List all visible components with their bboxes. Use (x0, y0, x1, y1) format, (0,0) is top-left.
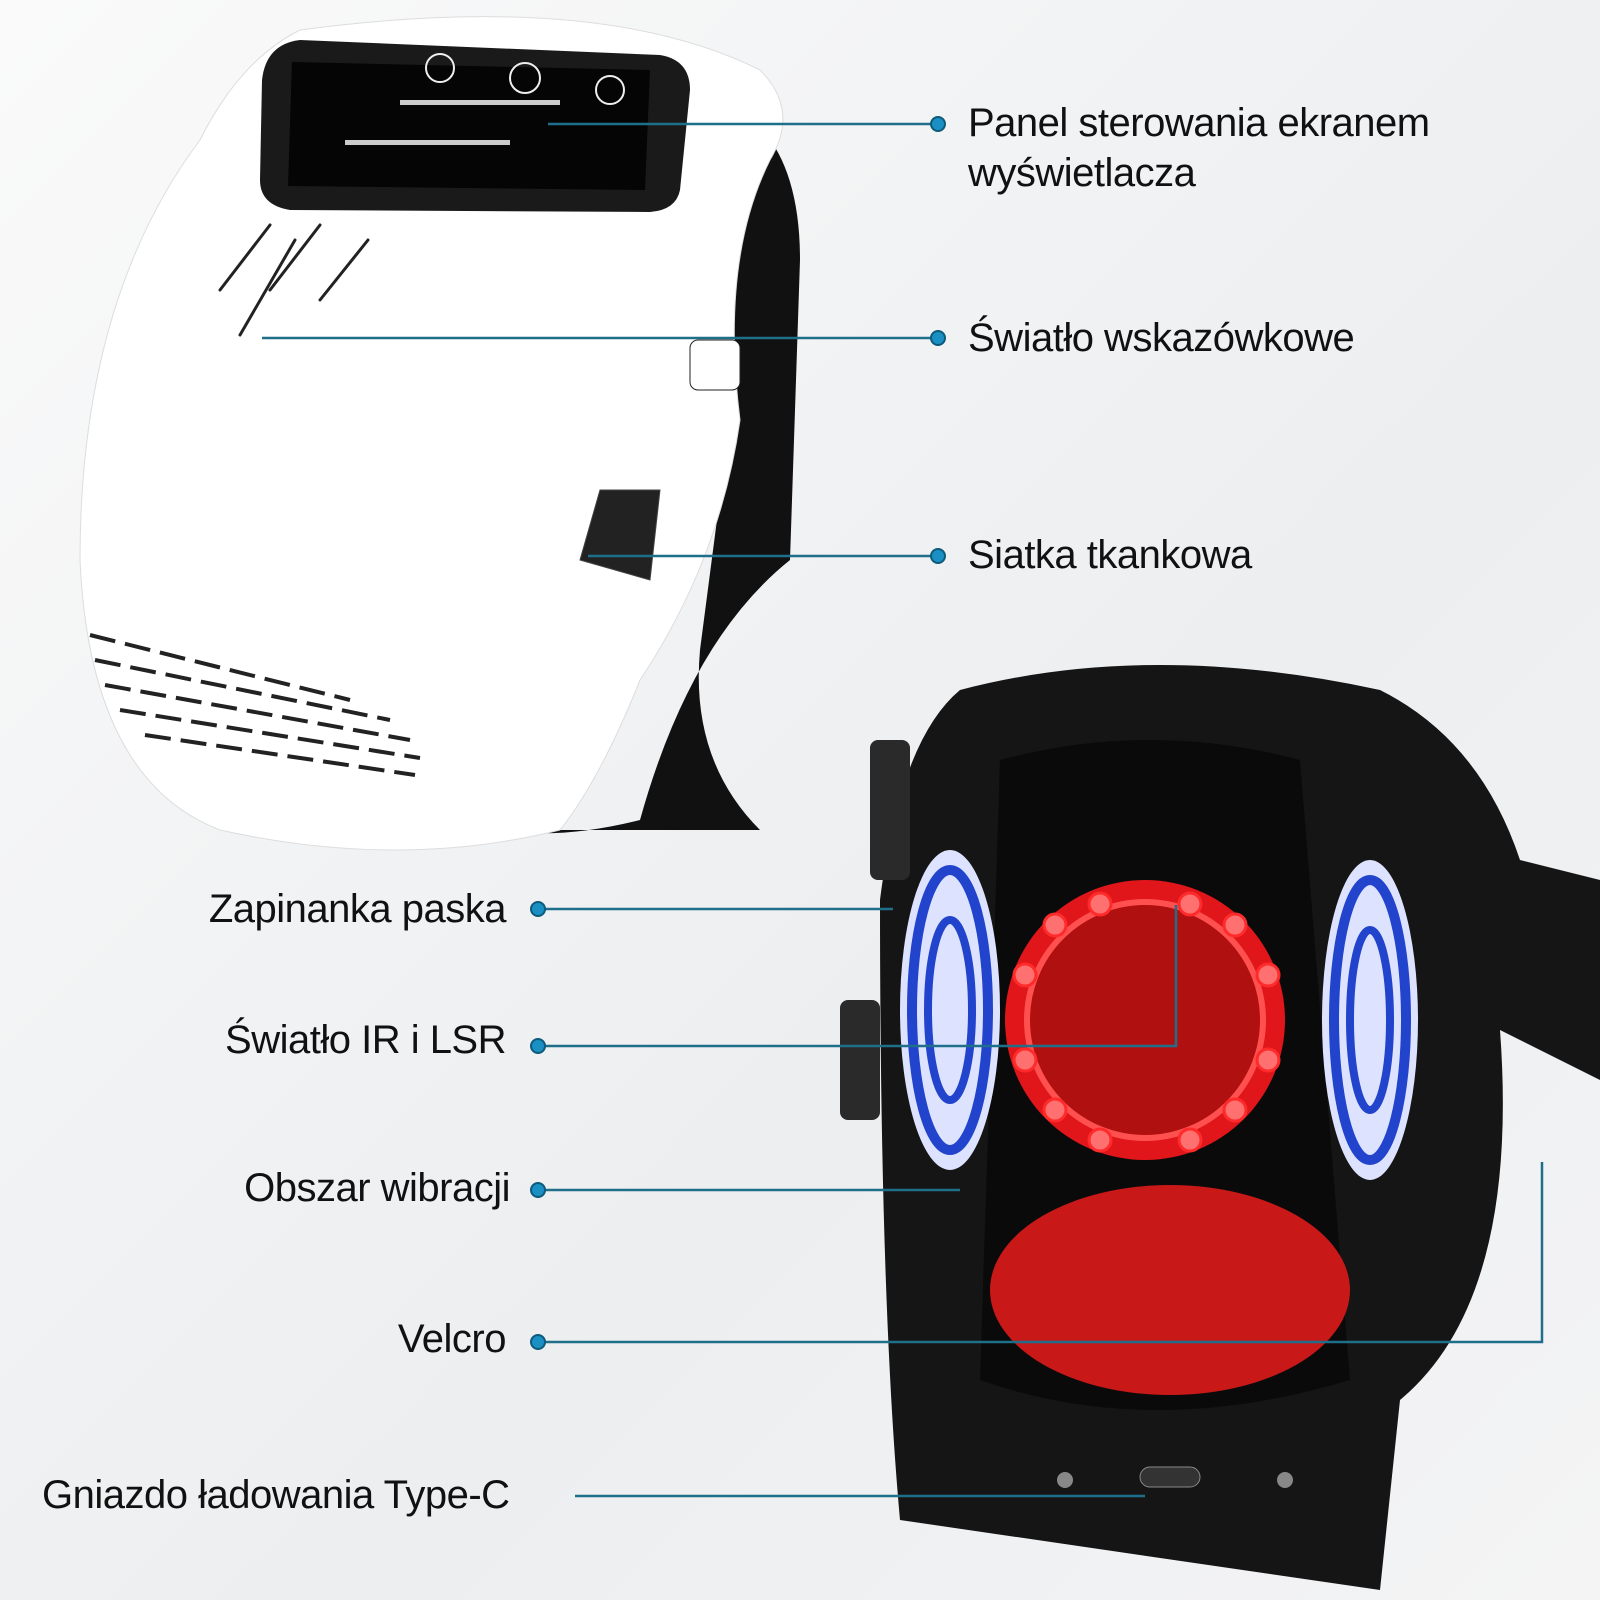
indicator-light-slots (218, 223, 370, 337)
strap-buckle (870, 740, 910, 880)
label-ir-lsr-light: Światło IR i LSR (225, 1018, 506, 1062)
side-button (689, 339, 741, 391)
label-control-panel-line2: wyświetlacza (968, 151, 1196, 195)
label-control-panel-line1: Panel sterowania ekranem (968, 101, 1430, 145)
label-velcro: Velcro (397, 1317, 507, 1361)
callout-dots (530, 116, 946, 1350)
left-vibration-pad (900, 850, 1000, 1170)
lower-heat-pad (990, 1185, 1350, 1395)
label-vibration-area: Obszar wibracji (244, 1166, 510, 1210)
power-button-icon (425, 53, 455, 83)
label-control-panel: Panel sterowania ekranem wyświetlacza (968, 98, 1430, 198)
heat-button-icon (595, 75, 625, 105)
usb-c-port (1139, 1466, 1201, 1488)
knee-device-front (79, 16, 800, 851)
label-indicator-light: Światło wskazówkowe (968, 316, 1355, 360)
right-vibration-pad (1322, 860, 1418, 1180)
callout-lines (262, 122, 1544, 1498)
mesh-tab (579, 489, 661, 581)
label-tissue-mesh: Siatka tkankowa (968, 533, 1252, 577)
vent-slots (89, 633, 421, 777)
knee-device-inner (840, 665, 1600, 1590)
label-strap-buckle: Zapinanka paska (208, 887, 507, 931)
label-usb-c-port: Gniazdo ładowania Type-C (42, 1473, 510, 1517)
mode-button-icon (509, 62, 541, 94)
